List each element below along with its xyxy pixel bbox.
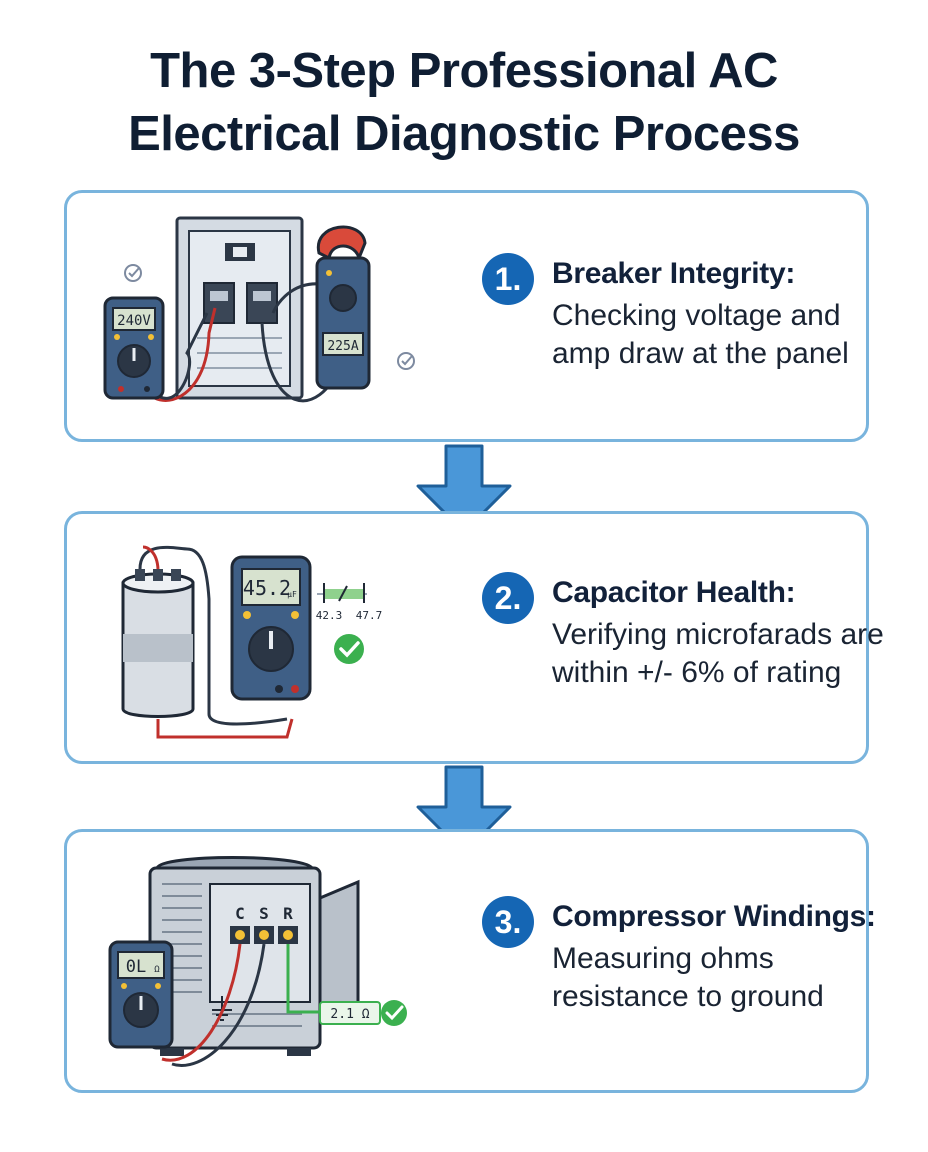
check-icon bbox=[397, 352, 415, 370]
step-3-title: Compressor Windings: bbox=[552, 900, 876, 933]
page-title: The 3-Step Professional AC Electrical Di… bbox=[0, 40, 928, 166]
range-low-label: 42.3 bbox=[316, 609, 343, 622]
terminal-block: C S R bbox=[230, 904, 298, 944]
meter-display-1: 240V bbox=[117, 313, 151, 329]
breaker-illustration: 240V 225A bbox=[103, 216, 415, 403]
meter-display-3: 0L bbox=[126, 957, 146, 977]
multimeter-icon: 45.2 µF bbox=[230, 555, 312, 701]
compressor-illustration: C S R 0L Ω bbox=[108, 856, 407, 1067]
meter-unit-2: µF bbox=[287, 590, 297, 599]
multimeter-icon: 0L Ω bbox=[108, 940, 174, 1049]
terminal-r-label: R bbox=[283, 904, 293, 923]
capacitor-illustration: 45.2 µF 42.3 47.7 bbox=[121, 545, 383, 739]
step-1-description: Checking voltage and amp draw at the pan… bbox=[552, 299, 849, 370]
step-card-capacitor: 45.2 µF 42.3 47.7 2. Capacitor Health: bbox=[64, 511, 884, 764]
title-line-1: The 3-Step Professional AC bbox=[150, 44, 778, 98]
terminal-c-label: C bbox=[235, 904, 245, 923]
check-circle-icon bbox=[334, 634, 364, 664]
range-high-label: 47.7 bbox=[356, 609, 383, 622]
range-indicator: 42.3 47.7 bbox=[316, 583, 383, 622]
step-card-breaker: 240V 225A 1. Breaker Integrity: Checking… bbox=[64, 190, 869, 442]
title-line-2: Electrical Diagnostic Process bbox=[128, 107, 800, 161]
step-card-compressor: C S R 0L Ω bbox=[64, 829, 876, 1093]
meter-unit-3: Ω bbox=[154, 965, 160, 975]
multimeter-icon: 240V bbox=[103, 296, 165, 400]
resistance-readout: 2.1 Ω bbox=[319, 1001, 381, 1025]
step-3-badge: 3. bbox=[482, 896, 534, 948]
terminal-s-label: S bbox=[259, 904, 269, 923]
down-arrow-icon bbox=[416, 444, 512, 534]
step-2-badge: 2. bbox=[482, 572, 534, 624]
breaker-panel-icon bbox=[175, 216, 304, 400]
check-icon bbox=[124, 264, 142, 282]
clamp-meter-icon: 225A bbox=[315, 225, 371, 390]
resistance-label: 2.1 Ω bbox=[330, 1007, 369, 1022]
step-2-title: Capacitor Health: bbox=[552, 576, 796, 609]
step-3-description: Measuring ohms resistance to ground bbox=[552, 942, 824, 1013]
condenser-unit-icon bbox=[148, 856, 360, 1056]
meter-display-2: 45.2 bbox=[243, 576, 291, 600]
check-circle-icon bbox=[381, 1000, 407, 1026]
step-1-title: Breaker Integrity: bbox=[552, 257, 796, 290]
clamp-display: 225A bbox=[327, 339, 358, 354]
step-2-description: Verifying microfarads are within +/- 6% … bbox=[552, 618, 884, 689]
step-1-badge: 1. bbox=[482, 253, 534, 305]
capacitor-icon bbox=[121, 569, 195, 718]
